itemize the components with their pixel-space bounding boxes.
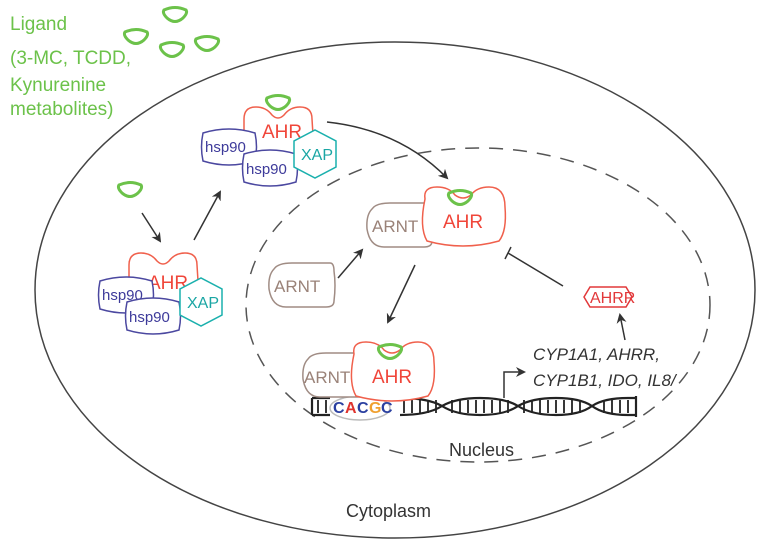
arrow-ligand-binding — [141, 212, 162, 243]
inhibition-bar — [504, 246, 512, 260]
xre-motif: C A C G C — [333, 400, 393, 417]
ligand-icon — [264, 94, 292, 111]
inhibition-line — [507, 252, 564, 287]
arnt-free: ARNT — [268, 262, 336, 308]
motif-base: C — [333, 400, 345, 417]
cytoplasm-label: Cytoplasm — [346, 501, 431, 521]
motif-base: A — [345, 400, 357, 417]
transcription-start-arrow — [503, 367, 526, 398]
hsp90-label: hsp90 — [246, 161, 287, 178]
target-genes-line2: CYP1B1, IDO, IL8/ — [533, 371, 678, 390]
nucleus-label: Nucleus — [449, 440, 514, 460]
arrow-nuclear-translocation — [326, 121, 449, 180]
motif-base: G — [369, 400, 381, 417]
ahr-arnt-complex-nuclear: ARNT AHR — [366, 186, 507, 248]
arnt-label: ARNT — [274, 277, 320, 296]
motif-base: C — [357, 400, 369, 417]
ahrr-protein: AHRR — [583, 286, 635, 308]
hsp90-label: hsp90 — [129, 309, 170, 326]
ligand-icon — [158, 41, 186, 58]
ahr-complex-inactive: AHR hsp90 hsp90 XAP — [97, 252, 223, 335]
arnt-label: ARNT — [304, 368, 350, 387]
ligand-icon — [161, 6, 189, 23]
ahr-label: AHR — [372, 367, 412, 388]
ligand-label-line3: Kynurenine — [10, 75, 106, 96]
nucleus-envelope — [245, 147, 711, 463]
hsp90-label: hsp90 — [205, 139, 246, 156]
ligand-label-line2: (3-MC, TCDD, — [10, 48, 131, 69]
arrow-arnt-dimerization — [337, 248, 364, 279]
ligand-label-line1: Ligand — [10, 14, 67, 35]
arrow-dna-binding — [386, 264, 416, 324]
arrow-complex-activation — [193, 190, 221, 241]
ahr-label: AHR — [148, 273, 188, 294]
ahr-label: AHR — [262, 122, 302, 143]
arrow-ahrr-expression — [616, 313, 627, 341]
motif-base: C — [381, 400, 393, 417]
ahrr-shape — [583, 286, 633, 308]
ligand-icon — [122, 28, 150, 45]
ahr-complex-ligand-bound: AHR hsp90 hsp90 XAP — [200, 94, 337, 187]
target-genes-line1: CYP1A1, AHRR, — [533, 345, 660, 364]
arnt-label: ARNT — [372, 217, 418, 236]
cell-membrane — [34, 41, 756, 539]
ligand-label-line4: metabolites) — [10, 99, 114, 120]
xap-label: XAP — [187, 295, 219, 312]
ligand-icon — [193, 35, 221, 52]
ahr-arnt-dna-complex: ARNT AHR — [302, 341, 436, 402]
dna-helix — [310, 396, 638, 417]
ligand-label: Ligand (3-MC, TCDD, Kynurenine metabolit… — [10, 14, 131, 120]
ligand-icon — [116, 181, 144, 198]
ahr-label: AHR — [443, 212, 483, 233]
xap-label: XAP — [301, 147, 333, 164]
ahrr-label: AHRR — [590, 290, 635, 307]
